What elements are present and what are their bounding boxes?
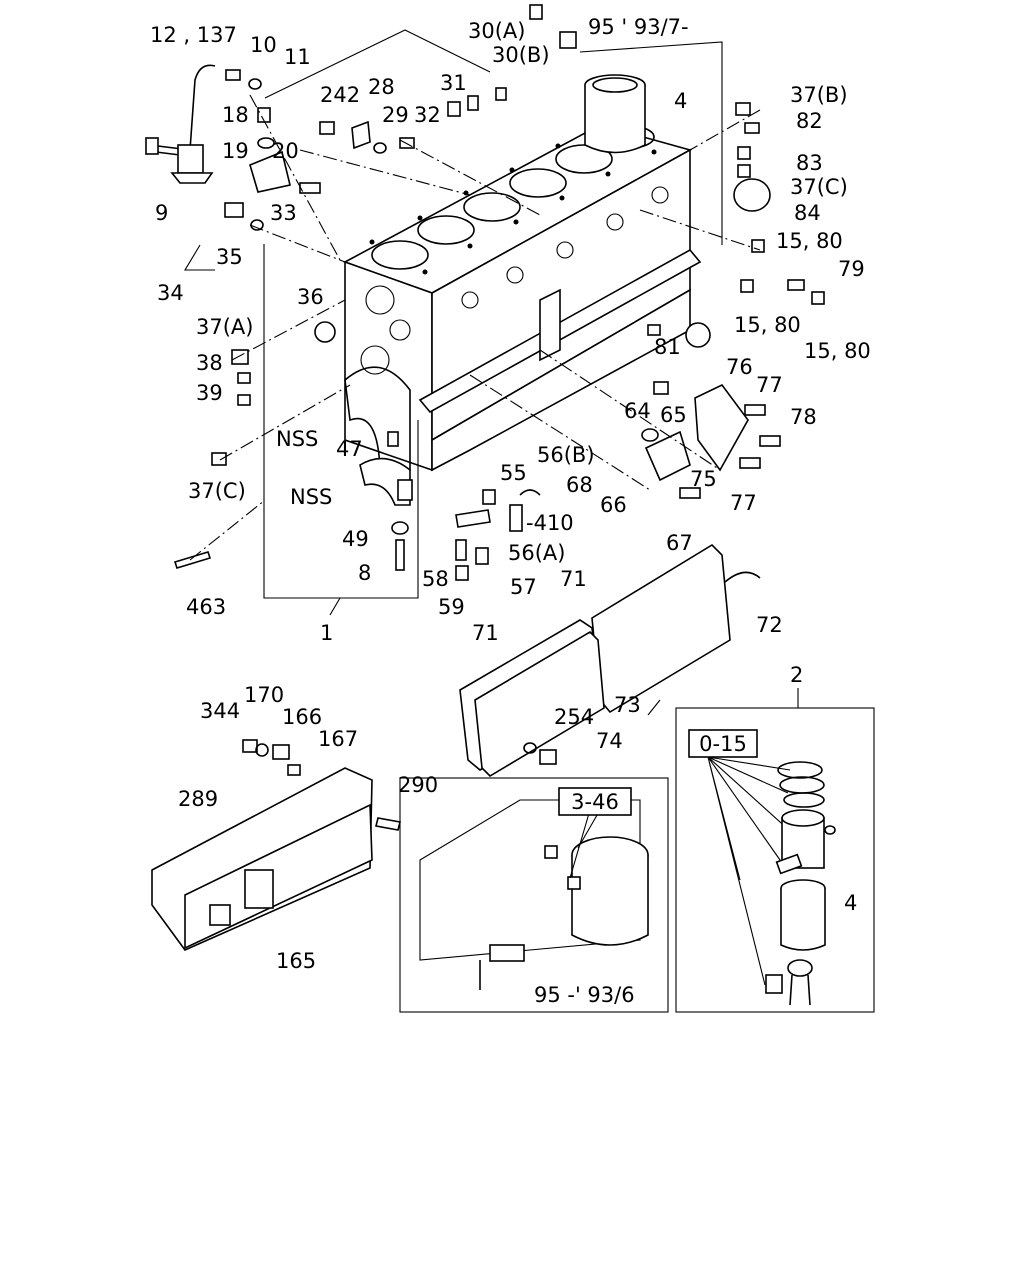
oil-jet-parts bbox=[455, 489, 541, 581]
ref-label-0-15: 0-15 bbox=[699, 732, 747, 756]
callout-labels: 12 , 137 10 11 18 19 20 9 242 28 29 31 3… bbox=[150, 15, 871, 1007]
callout-170: 170 bbox=[244, 683, 284, 707]
callout-37c-right: 37(C) bbox=[790, 175, 848, 199]
callout-82: 82 bbox=[796, 109, 823, 133]
callout-20: 20 bbox=[272, 139, 299, 163]
callout-71-a: 71 bbox=[560, 567, 587, 591]
callout-29: 29 bbox=[382, 103, 409, 127]
callout-49: 49 bbox=[342, 527, 369, 551]
callout-56a: 56(A) bbox=[508, 541, 565, 565]
side-cover bbox=[151, 739, 401, 951]
plug-set-right bbox=[733, 102, 825, 305]
callout-4-inset: 4 bbox=[844, 891, 857, 915]
main-bearing-cap bbox=[359, 457, 413, 571]
callout-9: 9 bbox=[155, 201, 168, 225]
callout-33: 33 bbox=[270, 201, 297, 225]
callout-10: 10 bbox=[250, 33, 277, 57]
reference-box-3-46: 3-46 bbox=[558, 787, 632, 816]
cover-plate-right bbox=[641, 381, 781, 499]
oil-pipe-assembly bbox=[145, 4, 577, 231]
callout-76: 76 bbox=[726, 355, 753, 379]
callout-77-a: 77 bbox=[756, 373, 783, 397]
callout-12-137: 12 , 137 bbox=[150, 23, 237, 47]
callout-83: 83 bbox=[796, 151, 823, 175]
callout-289: 289 bbox=[178, 787, 218, 811]
callout-81: 81 bbox=[654, 335, 681, 359]
callout-36: 36 bbox=[297, 285, 324, 309]
callout-35: 35 bbox=[216, 245, 243, 269]
callout-72: 72 bbox=[756, 613, 783, 637]
callout-28: 28 bbox=[368, 75, 395, 99]
callout-167: 167 bbox=[318, 727, 358, 751]
callout-4-top: 4 bbox=[674, 89, 687, 113]
callout-74: 74 bbox=[596, 729, 623, 753]
callout-290: 290 bbox=[398, 773, 438, 797]
callout-65: 65 bbox=[660, 403, 687, 427]
oil-cooler-gaskets bbox=[459, 543, 761, 778]
leader-lines bbox=[184, 29, 799, 716]
callout-34: 34 bbox=[157, 281, 184, 305]
callout-56b: 56(B) bbox=[537, 443, 595, 467]
inset-3-46 bbox=[399, 777, 669, 1013]
callout-78: 78 bbox=[790, 405, 817, 429]
callout-57: 57 bbox=[510, 575, 537, 599]
callout-nss-1: NSS bbox=[276, 427, 318, 451]
plug-set-left bbox=[173, 321, 711, 569]
callout-37b: 37(B) bbox=[790, 83, 848, 107]
callout-410: -410 bbox=[526, 511, 574, 535]
callout-95-bottom: 95 -' 93/6 bbox=[534, 983, 635, 1007]
callout-84: 84 bbox=[794, 201, 821, 225]
callout-71-b: 71 bbox=[472, 621, 499, 645]
callout-15-80-c: 15, 80 bbox=[804, 339, 871, 363]
callout-242: 242 bbox=[320, 83, 360, 107]
cylinder-block bbox=[343, 124, 702, 472]
callout-254: 254 bbox=[554, 705, 594, 729]
callout-nss-2: NSS bbox=[290, 485, 332, 509]
callout-37c-left: 37(C) bbox=[188, 479, 246, 503]
callout-1: 1 bbox=[320, 621, 333, 645]
callout-30b: 30(B) bbox=[492, 43, 550, 67]
callout-79: 79 bbox=[838, 257, 865, 281]
ref-label-3-46: 3-46 bbox=[571, 790, 619, 814]
callout-15-80-b: 15, 80 bbox=[734, 313, 801, 337]
callout-15-80-a: 15, 80 bbox=[776, 229, 843, 253]
callout-11: 11 bbox=[284, 45, 311, 69]
callout-38: 38 bbox=[196, 351, 223, 375]
callout-95-top: 95 ' 93/7- bbox=[588, 15, 689, 39]
callout-19: 19 bbox=[222, 139, 249, 163]
callout-8: 8 bbox=[358, 561, 371, 585]
callout-165: 165 bbox=[276, 949, 316, 973]
callout-166: 166 bbox=[282, 705, 322, 729]
callout-66: 66 bbox=[600, 493, 627, 517]
cylinder-liner-top bbox=[584, 74, 646, 154]
inset-piston-kit bbox=[675, 707, 875, 1013]
callout-30a: 30(A) bbox=[468, 19, 525, 43]
callout-344: 344 bbox=[200, 699, 240, 723]
callout-73: 73 bbox=[614, 693, 641, 717]
callout-59: 59 bbox=[438, 595, 465, 619]
callout-67: 67 bbox=[666, 531, 693, 555]
callout-55: 55 bbox=[500, 461, 527, 485]
callout-77-b: 77 bbox=[730, 491, 757, 515]
callout-47: 47 bbox=[336, 437, 363, 461]
callout-75: 75 bbox=[690, 467, 717, 491]
callout-39: 39 bbox=[196, 381, 223, 405]
callout-31: 31 bbox=[440, 71, 467, 95]
callout-58: 58 bbox=[422, 567, 449, 591]
callout-18: 18 bbox=[222, 103, 249, 127]
callout-37a: 37(A) bbox=[196, 315, 253, 339]
callout-68: 68 bbox=[566, 473, 593, 497]
callout-2: 2 bbox=[790, 663, 803, 687]
callout-463: 463 bbox=[186, 595, 226, 619]
callout-32: 32 bbox=[414, 103, 441, 127]
callout-64: 64 bbox=[624, 399, 651, 423]
reference-box-0-15: 0-15 bbox=[688, 729, 758, 758]
